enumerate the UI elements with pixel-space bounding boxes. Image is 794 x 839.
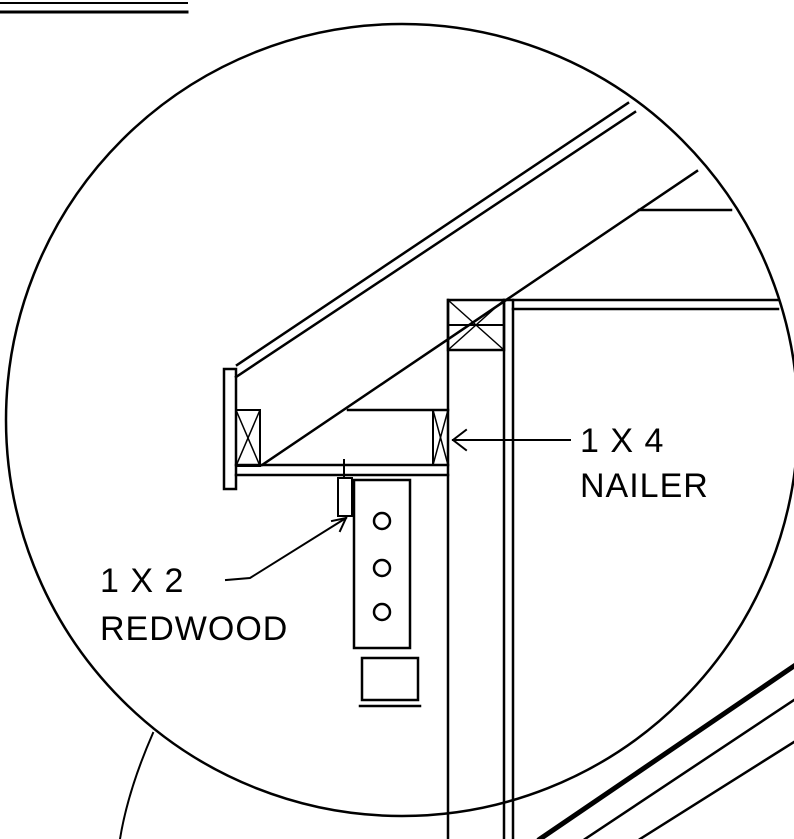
rafter-tail-blocking	[235, 409, 261, 467]
adjacent-detail-circle	[118, 731, 155, 839]
redwood-strip	[337, 459, 353, 517]
wall-top-plate	[446, 298, 506, 352]
nailer-leader-arrow	[451, 428, 571, 452]
interior-beam	[502, 298, 780, 311]
nailer-name-label: NAILER	[580, 467, 709, 505]
nailer-size-label: 1 X 4	[580, 422, 664, 460]
detail-circle	[4, 22, 794, 818]
redwood-name-label: REDWOOD	[100, 610, 288, 648]
redwood-size-label: 1 X 2	[100, 562, 184, 600]
fascia-board	[222, 367, 238, 491]
vent-panel	[352, 478, 412, 650]
title-underline	[0, 2, 189, 14]
nailer-block	[432, 409, 449, 466]
wall-section	[446, 298, 515, 839]
roof-rafter	[234, 101, 733, 467]
lower-block	[358, 656, 422, 708]
soffit-board	[234, 463, 450, 477]
redwood-leader-arrow	[224, 516, 348, 582]
diagonal-brace	[536, 662, 794, 839]
